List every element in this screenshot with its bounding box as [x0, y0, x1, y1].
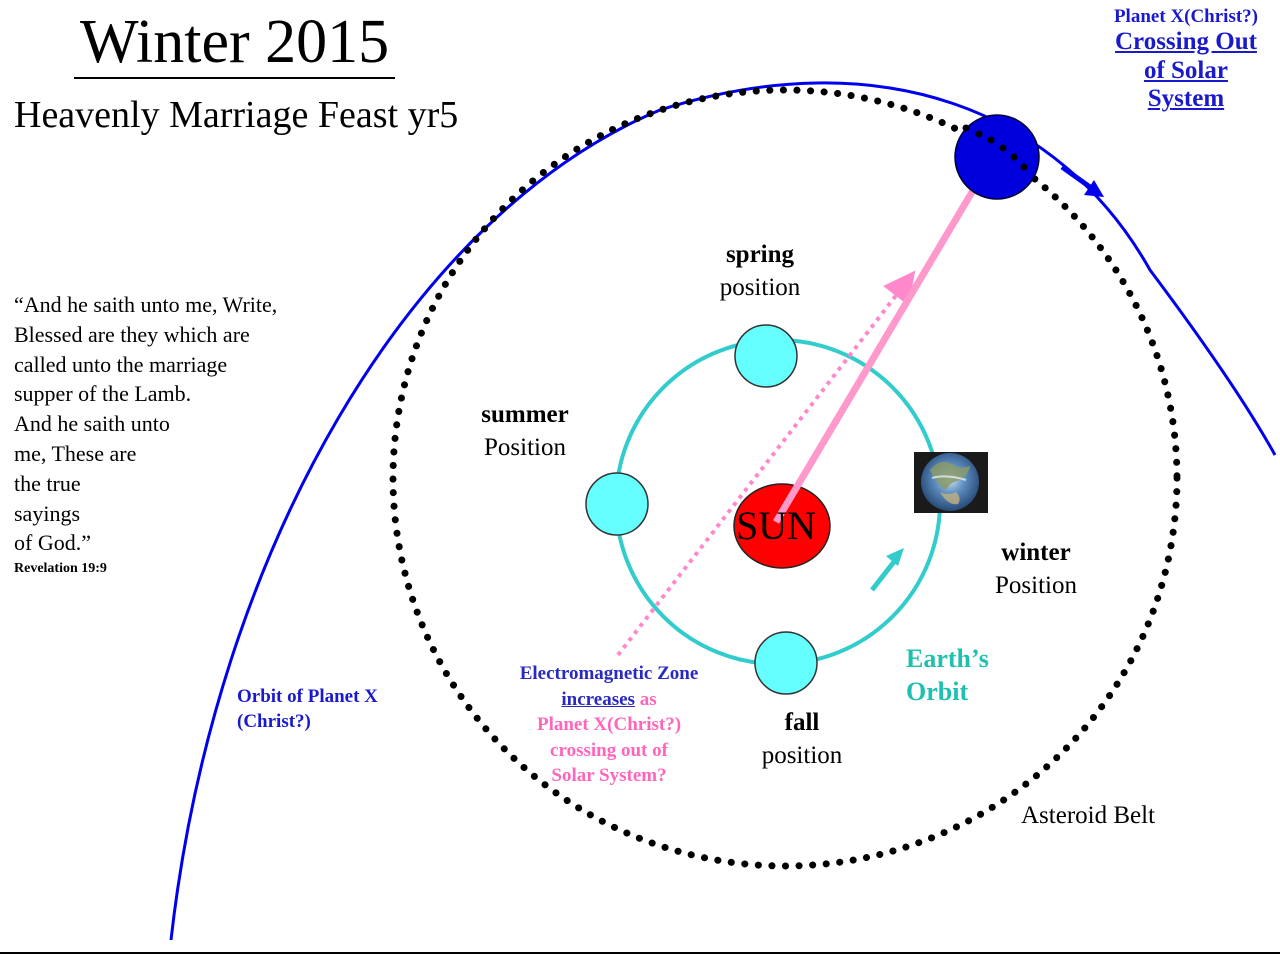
orbit-x-label-line1: Orbit of Planet X — [237, 686, 378, 707]
asteroid-dots-on-planet-x — [962, 124, 1028, 171]
quote-line: called unto the marriage — [14, 351, 228, 377]
page-title: Winter 2015 — [74, 9, 396, 80]
fall-label-word: position — [761, 742, 843, 769]
earth-orbit-direction-arrow — [870, 548, 904, 592]
planet-x-motion-arrow — [1060, 164, 1104, 197]
summer-label-name: summer — [481, 401, 569, 428]
planet-x-label-line4: System — [1147, 85, 1225, 113]
em-zone-as: as — [634, 688, 657, 710]
earth-image — [914, 452, 988, 513]
spring-planet — [734, 324, 798, 388]
spring-label: spring position — [700, 238, 820, 304]
quote-line: supper of the Lamb. — [14, 381, 192, 407]
sun-label: SUN — [736, 503, 817, 548]
quote-line: And he saith unto — [14, 411, 170, 437]
em-zone-line5: Solar System? — [551, 765, 667, 786]
summer-planet — [585, 472, 649, 536]
em-zone-increases: increases — [561, 688, 635, 710]
sun — [733, 483, 831, 569]
orbit-x-label: Orbit of Planet X (Christ?) — [237, 684, 378, 734]
em-zone-line2: increases as — [500, 687, 718, 713]
asteroid-belt — [389, 86, 1181, 870]
planet-x — [954, 114, 1040, 200]
spring-label-word: position — [719, 274, 801, 301]
quote-line: me, These are — [14, 440, 137, 466]
page-subtitle: Heavenly Marriage Feast yr5 — [14, 94, 459, 136]
quote-line: sayings — [14, 500, 80, 526]
quote-line: “And he saith unto me, Write, — [14, 292, 278, 317]
planet-x-label: Planet X(Christ?) Crossing Out of Solar … — [1114, 6, 1258, 114]
earth-orbit-label: Earth’s Orbit — [906, 642, 989, 708]
fall-label-name: fall — [784, 709, 820, 736]
summer-label-word: Position — [484, 434, 566, 461]
winter-label: winter Position — [976, 536, 1096, 602]
em-zone-line4: crossing out of — [550, 739, 668, 761]
em-zone-line3: Planet X(Christ?) — [536, 714, 682, 735]
em-zone-line1: Electromagnetic Zone — [519, 663, 699, 684]
quote-reference: Revelation 19:9 — [14, 561, 107, 577]
planet-x-label-line3: of Solar — [1143, 56, 1228, 84]
planet-x-label-line2: Crossing Out — [1115, 27, 1257, 55]
earth-orbit-label-line1: Earth’s — [906, 644, 989, 673]
planet-x-label-line1: Planet X(Christ?) — [1113, 6, 1258, 27]
planet-x-ray — [772, 148, 1001, 524]
orbit-x-label-line2: (Christ?) — [237, 711, 311, 732]
scripture-quote: “And he saith unto me, Write, Blessed ar… — [14, 290, 277, 580]
quote-line: of God.” — [14, 530, 91, 556]
quote-line: Blessed are they which are — [14, 321, 250, 347]
winter-label-word: Position — [995, 572, 1077, 599]
summer-label: summer Position — [466, 398, 584, 464]
earth-orbit-label-line2: Orbit — [906, 677, 969, 706]
asteroid-belt-label: Asteroid Belt — [1021, 802, 1156, 829]
planet-x-orbit — [169, 81, 1277, 941]
fall-planet — [754, 631, 818, 695]
electromagnetic-zone-arrow — [616, 270, 916, 657]
spring-label-name: spring — [725, 241, 795, 268]
quote-line: the true — [14, 470, 81, 496]
fall-label: fall position — [742, 706, 862, 772]
electromagnetic-zone-label: Electromagnetic Zone increases as Planet… — [500, 661, 718, 789]
winter-label-name: winter — [1001, 539, 1071, 566]
